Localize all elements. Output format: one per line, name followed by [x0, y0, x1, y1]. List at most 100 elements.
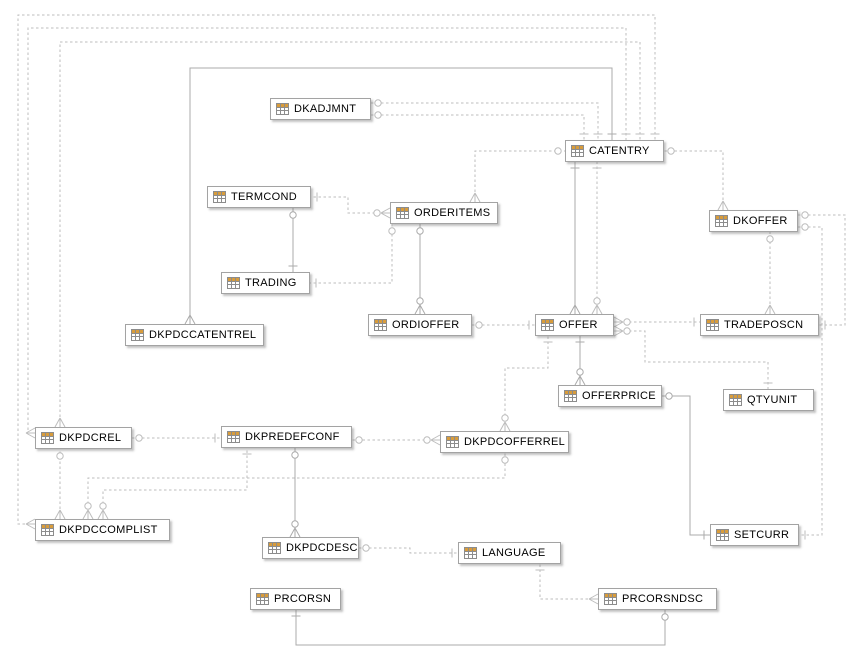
relationship-line: [87, 453, 506, 519]
table-icon: [396, 207, 409, 219]
entity-label: CATENTRY: [589, 145, 650, 157]
relationship-dkadjmnt-catentry[interactable]: [371, 99, 603, 140]
relationship-dkoffer-catentry[interactable]: [664, 147, 729, 211]
relationship-ordioffer-orderitems[interactable]: [414, 224, 426, 315]
table-icon: [41, 432, 54, 444]
relationship-orderitems-catentry[interactable]: [469, 147, 565, 203]
entity-label: ORDIOFFER: [392, 319, 460, 331]
table-icon: [706, 319, 719, 331]
entity-label: DKADJMNT: [294, 103, 357, 115]
relationship-dkpdcofferrel-offer[interactable]: [499, 336, 553, 432]
entity-trading[interactable]: TRADING: [221, 272, 310, 294]
relationship-line: [189, 67, 613, 324]
entity-label: DKPDCDESC: [286, 542, 358, 554]
entity-dkpdcofferrel[interactable]: DKPDCOFFERREL: [440, 431, 569, 453]
relationship-dkpdccomplist-dkpdcofferrel[interactable]: [82, 453, 509, 520]
entity-offerprice[interactable]: OFFERPRICE: [558, 385, 662, 407]
relationship-line: [27, 27, 627, 434]
entity-orderitems[interactable]: ORDERITEMS: [390, 202, 498, 224]
relationship-dkpdccatentrel-catentry[interactable]: [184, 67, 617, 325]
relationship-prcorsndsc-language[interactable]: [535, 564, 599, 605]
entity-label: ORDERITEMS: [414, 207, 491, 219]
relationship-offer-qtyunit[interactable]: [613, 325, 773, 389]
entity-dkpdcdesc[interactable]: DKPDCDESC: [262, 537, 359, 559]
relationship-line: [614, 330, 769, 389]
relationship-dkpdcdesc-dkpredefconf[interactable]: [289, 448, 301, 538]
entity-dkoffer[interactable]: DKOFFER: [709, 210, 798, 232]
entity-offer[interactable]: OFFER: [535, 314, 614, 336]
relationship-offerprice-offer[interactable]: [574, 336, 586, 386]
relationship-line: [371, 102, 599, 140]
relationship-line: [662, 395, 710, 536]
relationship-dkpdcrel-catentry[interactable]: [54, 41, 645, 428]
table-icon: [716, 529, 729, 541]
table-icon: [227, 277, 240, 289]
entity-label: DKPDCREL: [59, 432, 122, 444]
entity-dkpredefconf[interactable]: DKPREDEFCONF: [221, 426, 352, 448]
relationship-ordioffer-offer[interactable]: [472, 320, 535, 330]
entity-label: PRCORSN: [274, 593, 332, 605]
table-icon: [227, 431, 240, 443]
entity-qtyunit[interactable]: QTYUNIT: [723, 389, 814, 411]
entity-dkpdcrel[interactable]: DKPDCREL: [35, 427, 132, 449]
relationship-offer-catentry[interactable]: [591, 162, 603, 315]
relationship-dkpdccomplist-dkpredefconf[interactable]: [97, 448, 252, 520]
relationship-dkpdcrel-dkpredefconf[interactable]: [132, 433, 221, 443]
relationship-dkpdcdesc-language[interactable]: [359, 544, 458, 558]
relationship-line: [474, 150, 565, 202]
relationship-dkoffer-tradeposcn[interactable]: [798, 211, 846, 330]
entity-dkadjmnt[interactable]: DKADJMNT: [270, 98, 371, 120]
table-icon: [564, 390, 577, 402]
table-icon: [213, 191, 226, 203]
entity-label: OFFERPRICE: [582, 390, 656, 402]
relationship-dkoffer-setcurr[interactable]: [798, 223, 823, 540]
entity-label: TRADEPOSCN: [724, 319, 804, 331]
relationship-dkpdccomplist-catentry[interactable]: [17, 14, 660, 530]
table-icon: [729, 394, 742, 406]
entity-dkpdccatentrel[interactable]: DKPDCCATENTREL: [125, 324, 264, 346]
relationship-orderitems-termcond[interactable]: [311, 192, 391, 219]
relationship-offer-catentry[interactable]: [569, 162, 581, 315]
entity-label: OFFER: [559, 319, 598, 331]
table-icon: [268, 542, 281, 554]
relationship-dkadjmnt-catentry[interactable]: [371, 111, 589, 140]
entity-label: LANGUAGE: [482, 547, 546, 559]
relationship-offer-tradeposcn[interactable]: [613, 316, 700, 328]
entity-catentry[interactable]: CATENTRY: [565, 140, 664, 162]
relationship-prcorsndsc-prcorsn[interactable]: [291, 610, 669, 646]
entity-prcorsndsc[interactable]: PRCORSNDSC: [598, 588, 717, 610]
entity-tradeposcn[interactable]: TRADEPOSCN: [700, 314, 819, 336]
relationship-line: [798, 226, 823, 536]
relationship-line: [359, 547, 458, 554]
relationship-dkpdcrel-catentry[interactable]: [25, 27, 631, 439]
entity-setcurr[interactable]: SETCURR: [710, 524, 799, 546]
relationship-line: [59, 41, 641, 427]
relationship-dkpdccomplist-dkpdcrel[interactable]: [54, 449, 66, 520]
table-icon: [715, 215, 728, 227]
table-icon: [464, 547, 477, 559]
entity-label: DKPREDEFCONF: [245, 431, 340, 443]
entity-termcond[interactable]: TERMCOND: [207, 186, 311, 208]
relationship-offerprice-setcurr[interactable]: [662, 392, 710, 540]
table-icon: [541, 319, 554, 331]
relationship-tradeposcn-dkoffer[interactable]: [764, 232, 776, 315]
entity-dkpdccomplist[interactable]: DKPDCCOMPLIST: [35, 519, 170, 541]
relationship-orderitems-trading[interactable]: [310, 224, 396, 288]
relationship-line: [371, 114, 585, 140]
relationship-dkpdcofferrel-dkpredefconf[interactable]: [352, 434, 441, 446]
entity-label: SETCURR: [734, 529, 790, 541]
table-icon: [374, 319, 387, 331]
relationship-termcond-trading[interactable]: [288, 208, 298, 272]
entity-label: TERMCOND: [231, 191, 297, 203]
table-icon: [41, 524, 54, 536]
relationship-line: [798, 214, 846, 326]
entity-label: QTYUNIT: [747, 394, 798, 406]
entity-ordioffer[interactable]: ORDIOFFER: [368, 314, 472, 336]
entity-language[interactable]: LANGUAGE: [458, 542, 561, 564]
entity-prcorsn[interactable]: PRCORSN: [250, 588, 341, 610]
entity-label: DKPDCOFFERREL: [464, 436, 566, 448]
table-icon: [276, 103, 289, 115]
entity-label: TRADING: [245, 277, 297, 289]
